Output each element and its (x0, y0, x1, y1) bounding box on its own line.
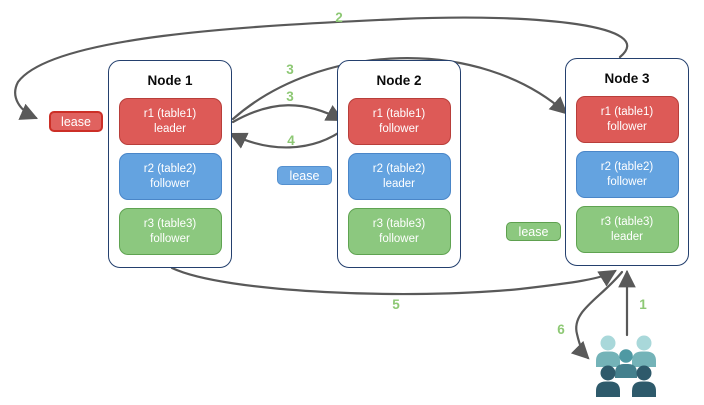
replica-role: follower (150, 177, 190, 190)
node-1-replica-r2: r2 (table2) follower (118, 153, 222, 200)
node-1-replica-r3: r3 (table3) follower (118, 208, 222, 255)
node-2-replica-r2: r2 (table2) leader (347, 153, 451, 200)
node-1: Node 1 r1 (table1) leader r2 (table2) fo… (108, 60, 232, 268)
replica-role: follower (379, 122, 419, 135)
replica-name: r2 (table2) (372, 162, 426, 175)
lease-badge-green: lease (506, 222, 561, 241)
node-2-title: Node 2 (376, 73, 422, 88)
step-label-6: 6 (557, 322, 565, 337)
step-label-3-upper: 3 (286, 62, 294, 77)
replica-name: r2 (table2) (143, 162, 197, 175)
node-1-title: Node 1 (147, 73, 193, 88)
node-2-replica-r3: r3 (table3) follower (347, 208, 451, 255)
replica-name: r1 (table1) (143, 107, 197, 120)
replica-role: leader (154, 122, 186, 135)
replica-role: follower (607, 175, 647, 188)
replica-role: follower (379, 232, 419, 245)
replica-role: follower (607, 120, 647, 133)
arrow-step-3-node1-to-node2 (231, 104, 344, 124)
step-label-2: 2 (335, 10, 343, 25)
step-label-5: 5 (392, 297, 400, 312)
replica-role: follower (150, 232, 190, 245)
node-3-title: Node 3 (604, 71, 650, 86)
step-label-1: 1 (639, 297, 647, 312)
replica-name: r3 (table3) (600, 215, 654, 228)
arrow-step-4-node2-to-node1 (229, 125, 349, 149)
node-3-replica-r1: r1 (table1) follower (575, 96, 679, 143)
users-icon (596, 335, 656, 397)
node-2: Node 2 r1 (table1) follower r2 (table2) … (337, 60, 461, 268)
replica-name: r3 (table3) (372, 217, 426, 230)
node-1-replica-r1: r1 (table1) leader (118, 98, 222, 145)
replica-name: r1 (table1) (600, 105, 654, 118)
arrow-step-3-node1-to-node3 (231, 57, 568, 121)
lease-badge-red: lease (49, 111, 103, 132)
replica-role: leader (611, 230, 643, 243)
node-3: Node 3 r1 (table1) follower r2 (table2) … (565, 58, 689, 266)
arrow-step-6-node3-to-users (570, 270, 624, 360)
arrow-step-2-node3-to-lease (14, 16, 629, 120)
replica-name: r3 (table3) (143, 217, 197, 230)
node-2-replica-r1: r1 (table1) follower (347, 98, 451, 145)
step-label-4: 4 (287, 133, 295, 148)
node-3-replica-r2: r2 (table2) follower (575, 151, 679, 198)
replica-name: r1 (table1) (372, 107, 426, 120)
replica-name: r2 (table2) (600, 160, 654, 173)
node-3-replica-r3: r3 (table3) leader (575, 206, 679, 253)
arrow-step-5-node1-to-node3 (170, 266, 617, 296)
step-label-3-lower: 3 (286, 89, 294, 104)
replica-role: leader (383, 177, 415, 190)
lease-badge-blue: lease (277, 166, 332, 185)
